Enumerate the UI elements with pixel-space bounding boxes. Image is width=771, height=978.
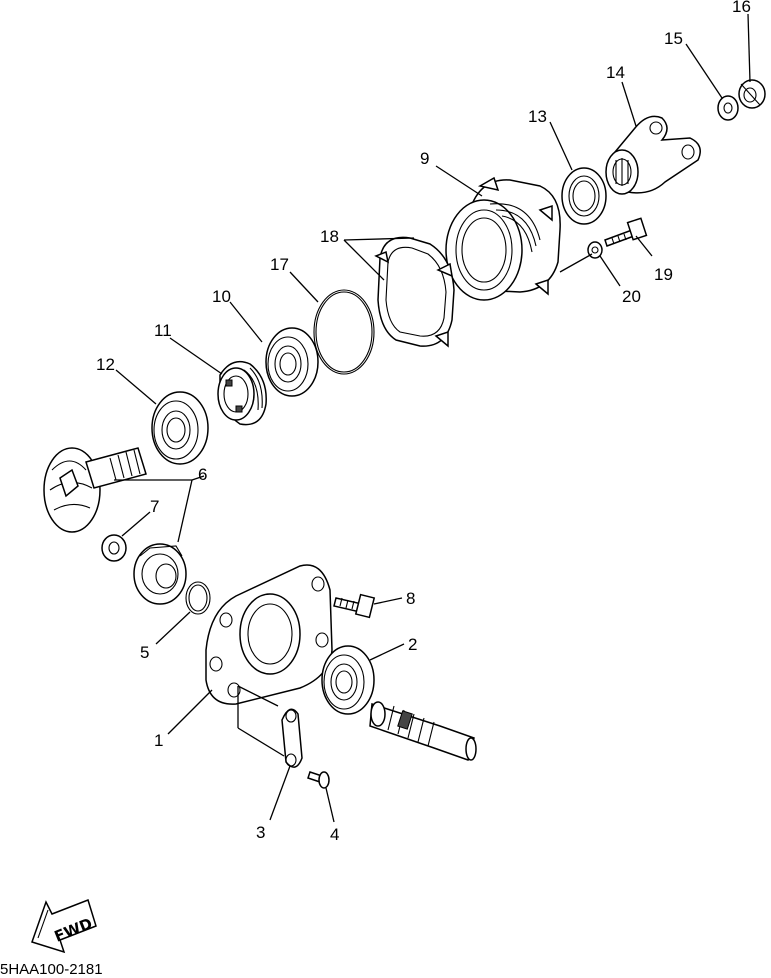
label-2: 2 xyxy=(408,635,417,654)
label-8: 8 xyxy=(406,589,415,608)
diagram-code: 5HAA100-2181 xyxy=(0,961,103,978)
part-11-ring-nut xyxy=(217,360,267,426)
label-14: 14 xyxy=(606,63,625,82)
part-5-o-ring xyxy=(185,581,211,615)
label-11: 11 xyxy=(154,321,172,340)
part-12-bearing xyxy=(151,391,209,465)
label-3: 3 xyxy=(256,823,265,842)
label-4: 4 xyxy=(330,825,339,844)
label-16: 16 xyxy=(732,0,751,16)
part-18-gasket xyxy=(374,236,455,348)
drive-shaft xyxy=(369,701,477,761)
part-6-gear-collar xyxy=(133,543,187,605)
label-5: 5 xyxy=(140,643,149,662)
part-17-o-ring xyxy=(313,289,375,375)
part-10-bearing xyxy=(265,327,319,397)
label-17: 17 xyxy=(270,255,289,274)
label-10: 10 xyxy=(212,287,231,306)
label-20: 20 xyxy=(622,287,641,306)
label-9: 9 xyxy=(420,149,429,168)
label-6: 6 xyxy=(198,465,207,484)
label-1: 1 xyxy=(154,731,163,750)
fwd-arrow: FWD xyxy=(31,899,97,954)
part-3-plate xyxy=(281,708,303,768)
label-12: 12 xyxy=(96,355,115,374)
part-4-screw xyxy=(307,771,330,789)
part-labels: 1 2 3 4 5 6 7 8 9 10 11 12 13 14 15 16 1… xyxy=(96,0,751,844)
part-1-bearing-housing xyxy=(205,564,333,705)
part-19-bolt xyxy=(604,217,648,247)
part-8-bolt xyxy=(333,593,376,619)
part-15-washer xyxy=(717,95,739,121)
part-9-housing xyxy=(445,176,561,301)
label-19: 19 xyxy=(654,265,673,284)
label-15: 15 xyxy=(664,29,683,48)
part-6-pinion-gear xyxy=(43,447,147,533)
part-13-oil-seal xyxy=(561,167,607,225)
label-13: 13 xyxy=(528,107,547,126)
part-16-nut xyxy=(738,79,766,109)
part-14-yoke xyxy=(605,115,701,195)
label-18: 18 xyxy=(320,227,339,246)
leader-lines xyxy=(114,13,751,823)
part-2-bearing xyxy=(321,645,375,715)
label-7: 7 xyxy=(150,497,159,516)
part-7-nut xyxy=(101,534,127,562)
